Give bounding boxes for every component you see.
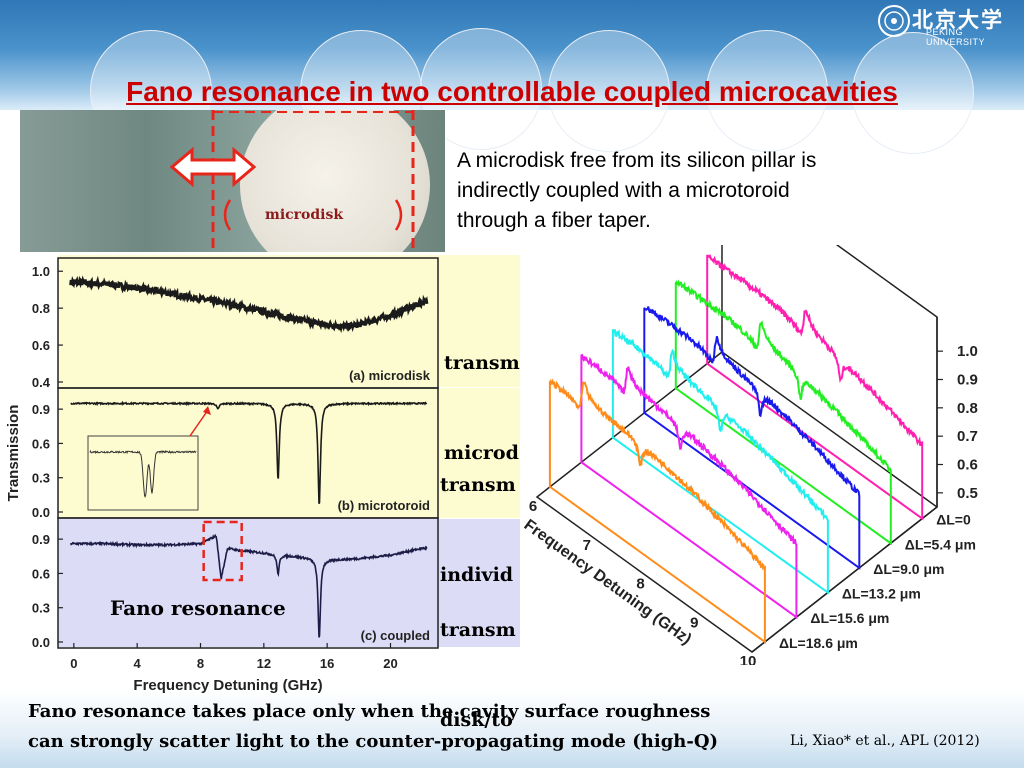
slide-title: Fano resonance in two controllable coupl… (126, 76, 898, 107)
series-trace (548, 378, 766, 644)
description-line: A microdisk free from its silicon pillar… (457, 149, 817, 172)
frame-edge (751, 506, 938, 653)
z-tick-label: 0.8 (957, 400, 978, 417)
x-tick-label: 10 (740, 653, 757, 665)
description-line: through a fiber taper. (457, 209, 651, 232)
x-axis-label: Frequency Detuning (GHz) (521, 516, 695, 648)
citation: Li, Xiao* et al., APL (2012) (790, 733, 980, 749)
y-axis-label: Transmission (5, 405, 22, 502)
side-text-line: disk/to (440, 709, 513, 731)
series-label: ΔL=15.6 μm (810, 610, 889, 626)
double-arrow-icon (169, 146, 257, 188)
fano-resonance-label: Fano resonance (110, 596, 286, 620)
y-tick-label: 0.4 (32, 375, 51, 390)
description: A microdisk free from its silicon pillar… (457, 146, 977, 236)
university-logo-subtext: PEKING UNIVERSITY (926, 27, 986, 47)
x-axis-label: Frequency Detuning (GHz) (133, 677, 322, 694)
x-tick-label: 16 (320, 656, 334, 671)
microdisk-photo: microdisk (20, 110, 445, 252)
bottom-band (0, 690, 1024, 768)
panel-c-background (58, 519, 520, 647)
series-trace (706, 254, 924, 521)
x-tick-label: 20 (383, 656, 397, 671)
y-tick-label: 0.6 (32, 436, 50, 451)
transmission-trace (70, 400, 428, 505)
y-tick-label: 0.6 (32, 338, 50, 353)
side-text-c: transm disk/to (440, 555, 520, 765)
inset-pointer (189, 409, 209, 437)
series-trace (674, 279, 892, 546)
fano-highlight-box (202, 520, 243, 582)
transmission-trace (69, 275, 429, 334)
x-tick-label: 4 (134, 656, 142, 671)
z-tick-label: 1.0 (957, 343, 978, 360)
series-label: ΔL=9.0 μm (873, 561, 944, 577)
university-seal-icon (878, 5, 910, 37)
series-trace (580, 353, 798, 620)
z-tick-label: 0.7 (957, 428, 978, 445)
side-text-b: transm individ (440, 410, 536, 620)
x-tick-label: 12 (257, 656, 271, 671)
series-trace (643, 306, 861, 570)
panel-label: (a) microdisk (349, 368, 431, 383)
caption-line: Fano resonance takes place only when the… (28, 701, 711, 722)
y-tick-label: 0.3 (32, 601, 50, 616)
side-text-line: transm (440, 619, 516, 641)
y-tick-label: 0.3 (32, 471, 50, 486)
y-tick-label: 0.6 (32, 566, 50, 581)
x-tick-label: 6 (529, 498, 537, 515)
z-tick-label: 0.9 (957, 372, 978, 389)
panel-label: (c) coupled (361, 628, 430, 643)
panel-label: (b) microtoroid (338, 498, 430, 513)
description-line: indirectly coupled with a microtoroid (457, 179, 790, 202)
x-tick-label: 9 (690, 614, 698, 631)
y-tick-label: 1.0 (32, 264, 50, 279)
caption-line: can strongly scatter light to the counte… (28, 731, 719, 752)
inset-pointer-arrow-icon (203, 406, 211, 415)
series-label: ΔL=18.6 μm (779, 635, 858, 651)
series-trace (611, 329, 829, 595)
inset-trace (89, 449, 197, 498)
university-logo-text: 北京大学 (912, 7, 1004, 32)
x-tick-label: 8 (636, 576, 644, 593)
z-tick-label: 0.5 (957, 485, 978, 502)
side-text-a: transm microd (444, 288, 536, 498)
transmission-trace (69, 533, 428, 638)
side-text-line: microd (444, 442, 519, 464)
side-text-line: individ (440, 564, 514, 586)
decor-circle (548, 30, 670, 152)
coupled-3d-chart: 1.0 0.9 0.8 0.7 0.6 0.5 6 7 8 9 10 Frequency Detuni… (521, 245, 978, 665)
y-tick-label: 0.0 (32, 635, 50, 650)
side-text-line: transm (440, 474, 516, 496)
series-label: ΔL=0 (936, 512, 971, 528)
caption: Fano resonance takes place only when the… (28, 697, 788, 757)
z-tick-label: 0.6 (957, 457, 978, 474)
series-label: ΔL=13.2 μm (842, 586, 921, 602)
side-text-line: transm (444, 352, 520, 374)
y-tick-label: 0.8 (32, 301, 50, 316)
series-label: ΔL=5.4 μm (905, 536, 976, 552)
y-tick-label: 0.9 (32, 532, 50, 547)
y-tick-label: 0.9 (32, 402, 50, 417)
x-tick-label: 7 (583, 537, 591, 554)
photo-overlay (169, 110, 415, 252)
decor-circle (706, 30, 828, 152)
microdisk-label: microdisk (265, 207, 344, 223)
plot-frame (57, 517, 439, 649)
decor-circle (852, 32, 974, 154)
x-tick-label: 0 (70, 656, 77, 671)
y-tick-label: 0.0 (32, 505, 50, 520)
x-tick-label: 8 (197, 656, 204, 671)
transmission-chart: 1.0 0.8 0.6 0.4 (a) microdisk 0.9 0.6 0.3 0.0 (b)… (5, 257, 439, 694)
